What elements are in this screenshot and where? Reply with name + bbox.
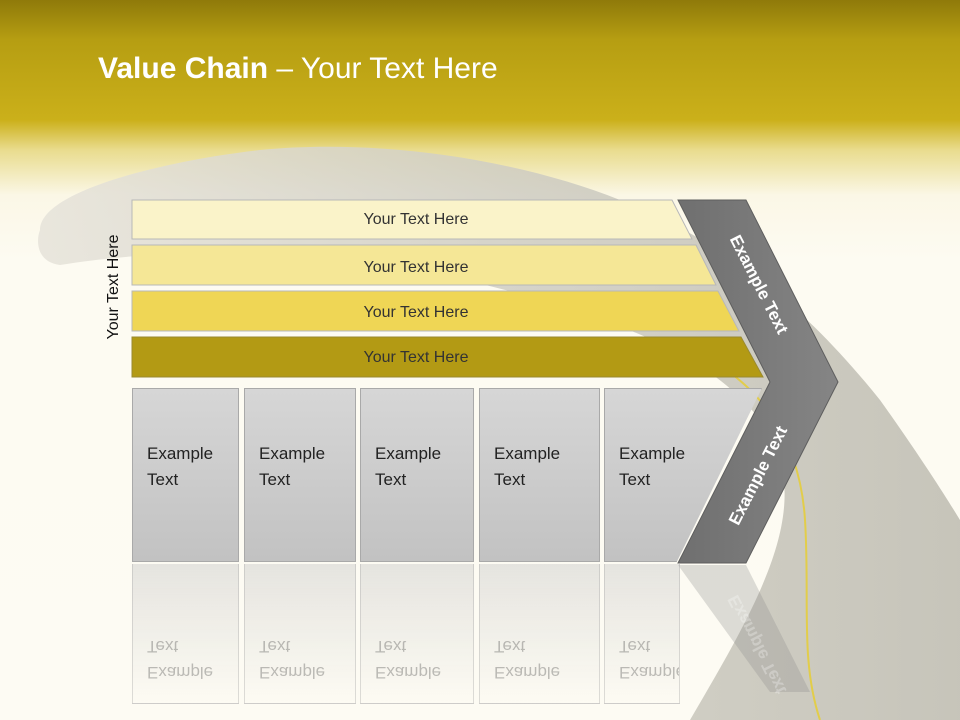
- bar-1: [131, 199, 693, 240]
- bar-3: [131, 290, 740, 332]
- road-center-line: [689, 349, 821, 720]
- bar-1-label: Your Text Here: [364, 211, 469, 228]
- bar-4-label: Your Text Here: [364, 349, 469, 366]
- bar-4: [131, 336, 764, 378]
- title-bold: Value Chain: [98, 52, 269, 85]
- chevron-reflection: [678, 565, 810, 692]
- slide-title: Value Chain – Your Text Here: [98, 52, 498, 86]
- chevron-shape: [677, 199, 839, 564]
- bar-2: [131, 244, 717, 286]
- bar-3-label: Your Text Here: [364, 304, 469, 321]
- title-rest: – Your Text Here: [268, 52, 498, 85]
- bar-2-label: Your Text Here: [364, 259, 469, 276]
